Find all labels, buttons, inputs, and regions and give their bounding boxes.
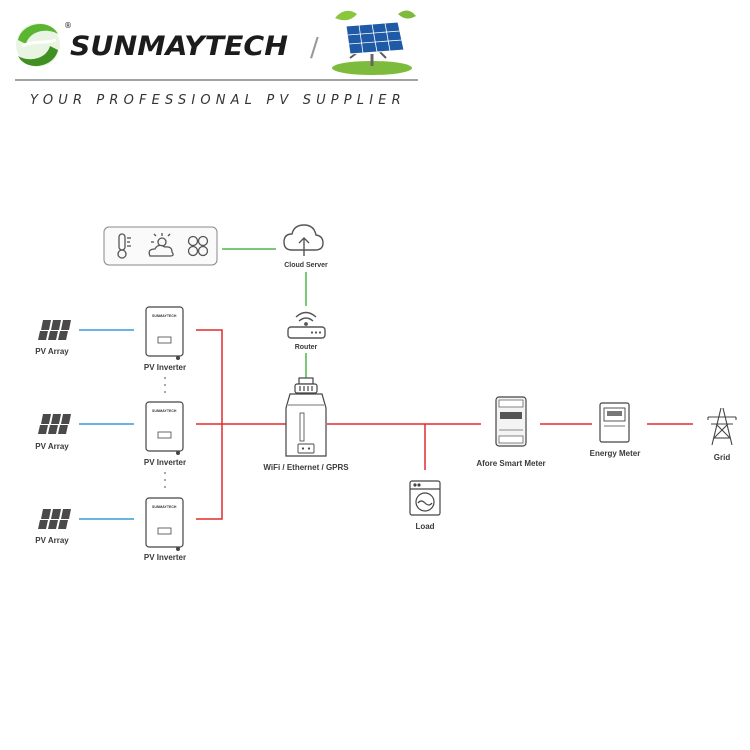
inverter-label: PV Inverter [144,553,186,562]
data-links [222,248,307,378]
logger-led-strip [299,412,305,442]
energy-meter-display [607,411,622,416]
energy-meter: Energy Meter [590,402,641,458]
inverter-label: PV Inverter [144,458,186,467]
cloud-server: Cloud Server [283,224,328,269]
antenna-connector [294,377,318,394]
logger-port [297,443,315,454]
weather-icon [148,233,174,257]
grid: Grid [707,407,737,462]
energy-meter-label: Energy Meter [590,449,641,458]
inverter-label: PV Inverter [144,363,186,372]
inverter-badge: SUNMAYTECH [152,505,177,509]
smart-meter-label: Afore Smart Meter [476,459,545,468]
inverter-body [145,497,184,548]
pv-inverter-2: SUNMAYTECH PV Inverter [144,401,186,467]
ac-links [196,329,693,520]
cloud-icon [283,224,324,256]
fan-icon [187,235,209,257]
inverter-stack-dots-1 [164,377,166,393]
pv-array-1: PV Array [35,320,71,356]
pv-array-label: PV Array [35,442,69,451]
washing-machine-icon [409,480,441,516]
router-body [287,326,326,339]
dc-links [79,329,134,520]
pv-array-label: PV Array [35,536,69,545]
solar-array-icon [38,414,71,434]
thermometer-icon [117,233,131,259]
inverter-body [145,306,184,357]
cloud-server-label: Cloud Server [284,262,328,269]
afore-smart-meter: Afore Smart Meter [476,396,546,468]
registered-mark: ® [64,21,72,30]
transmission-tower-icon [707,407,737,446]
brand-slogan: YOUR PROFESSIONAL PV SUPPLIER [30,93,404,108]
wifi-icon [295,311,317,326]
header-divider: / [310,33,319,63]
load: Load [409,480,441,531]
data-logger: WiFi / Ethernet / GPRS [263,377,349,472]
brand-header: ® SUNMAYTECH / YOUR PROFESSIONAL PV SUPP… [15,10,418,108]
brand-logo-icon [16,23,60,67]
solar-array-icon [38,509,71,529]
inverter-badge: SUNMAYTECH [152,314,177,318]
load-label: Load [415,522,434,531]
inverter-display [157,431,172,439]
sensor-panel [103,226,218,266]
grid-label: Grid [714,453,731,462]
router-label: Router [295,344,318,351]
inverter-display [157,527,172,535]
inverter-display [157,336,172,344]
smart-meter-display [500,412,522,419]
pv-array-3: PV Array [35,509,71,545]
inverter-badge: SUNMAYTECH [152,409,177,413]
solar-panel-illustration [332,10,416,75]
logger-body [285,393,327,457]
pv-inverter-1: SUNMAYTECH PV Inverter [144,306,186,372]
pv-inverter-3: SUNMAYTECH PV Inverter [144,497,186,562]
inverter-stack-dots-2 [164,472,166,488]
pv-array-2: PV Array [35,414,71,451]
logger-label: WiFi / Ethernet / GPRS [263,463,349,472]
solar-array-icon [38,320,71,340]
router: Router [287,311,326,351]
brand-name: SUNMAYTECH [70,31,288,62]
inverter-body [145,401,184,452]
smart-meter-body [495,396,527,447]
pv-array-label: PV Array [35,347,69,356]
